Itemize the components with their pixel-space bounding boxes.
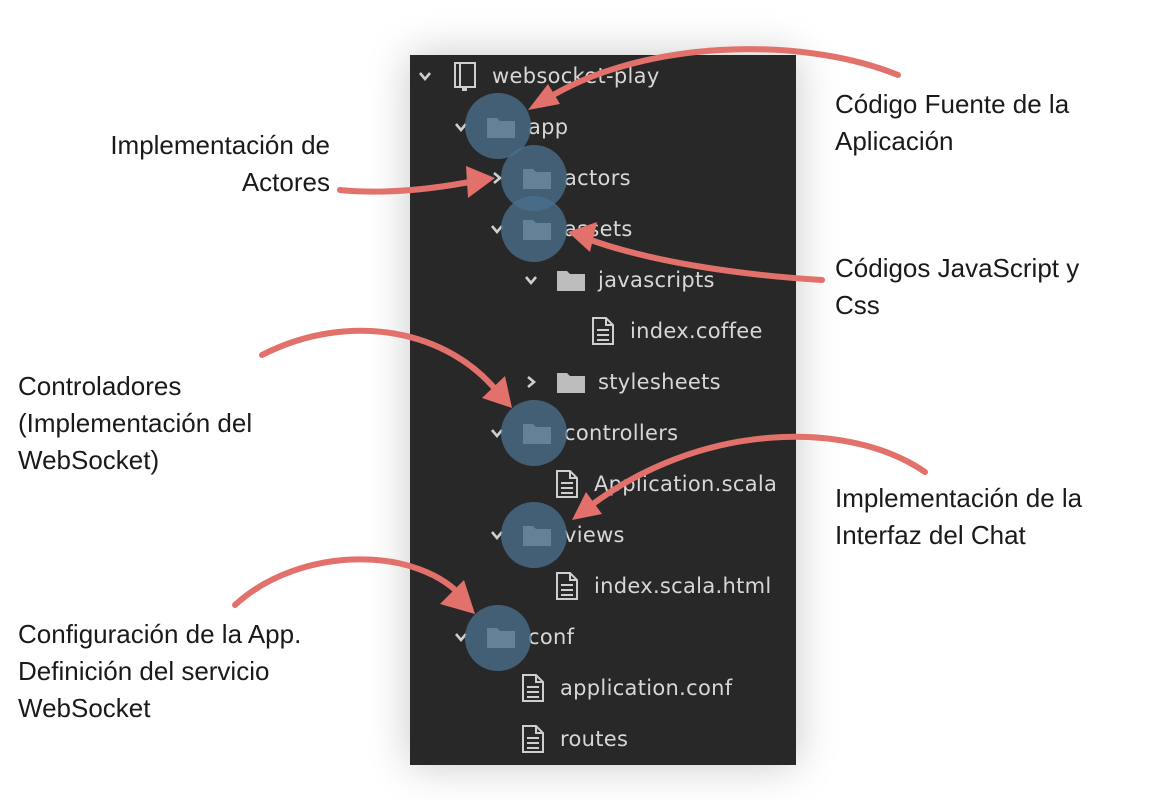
- chevron-down-icon[interactable]: [490, 528, 504, 542]
- folder-icon: [556, 367, 586, 397]
- tree-label: app: [528, 115, 569, 139]
- file-tree-panel: websocket-play app actors assets javascr…: [410, 55, 796, 765]
- annotation-controladores: Controladores (Implementación del WebSoc…: [18, 371, 253, 475]
- folder-icon: [486, 112, 516, 142]
- tree-row-controllers[interactable]: controllers: [490, 413, 678, 453]
- tree-row-application-conf[interactable]: application.conf: [518, 668, 732, 708]
- file-icon: [552, 469, 582, 499]
- tree-row-stylesheets[interactable]: stylesheets: [524, 362, 721, 402]
- tree-row-application-scala[interactable]: Application.scala: [552, 464, 777, 504]
- tree-label: assets: [564, 217, 633, 241]
- chevron-right-icon[interactable]: [524, 375, 538, 389]
- annotation-configuracion: Configuración de la App. Definición del …: [18, 619, 302, 723]
- tree-row-javascripts[interactable]: javascripts: [524, 260, 715, 300]
- tree-row-conf[interactable]: conf: [454, 617, 574, 657]
- tree-label: Application.scala: [594, 472, 778, 496]
- chevron-down-icon[interactable]: [454, 630, 468, 644]
- file-icon: [518, 724, 548, 754]
- tree-label: views: [564, 523, 625, 547]
- tree-row-actors[interactable]: actors: [490, 158, 631, 198]
- tree-row-assets[interactable]: assets: [490, 209, 633, 249]
- tree-label: conf: [528, 625, 575, 649]
- tree-label: index.scala.html: [594, 574, 772, 598]
- chevron-down-icon[interactable]: [418, 69, 432, 83]
- file-icon: [552, 571, 582, 601]
- chevron-down-icon[interactable]: [490, 426, 504, 440]
- tree-label: websocket-play: [492, 64, 660, 88]
- file-icon: [588, 316, 618, 346]
- book-icon: [450, 61, 480, 91]
- folder-icon: [522, 418, 552, 448]
- chevron-down-icon[interactable]: [524, 273, 538, 287]
- annotation-codigo-fuente: Código Fuente de la Aplicación: [835, 89, 1070, 156]
- folder-icon: [556, 265, 586, 295]
- folder-icon: [522, 520, 552, 550]
- file-icon: [518, 673, 548, 703]
- tree-label: controllers: [564, 421, 679, 445]
- tree-label: routes: [560, 727, 629, 751]
- tree-row-websocket-play[interactable]: websocket-play: [418, 56, 660, 96]
- annotation-actores: Implementación de Actores: [110, 130, 330, 197]
- folder-icon: [522, 163, 552, 193]
- folder-icon: [486, 622, 516, 652]
- annotation-interfaz-chat: Implementación de la Interfaz del Chat: [835, 483, 1083, 550]
- chevron-down-icon[interactable]: [454, 120, 468, 134]
- folder-icon: [522, 214, 552, 244]
- tree-row-index-coffee[interactable]: index.coffee: [588, 311, 763, 351]
- chevron-down-icon[interactable]: [490, 222, 504, 236]
- tree-row-app[interactable]: app: [454, 107, 568, 147]
- chevron-right-icon[interactable]: [490, 171, 504, 185]
- tree-label: javascripts: [598, 268, 715, 292]
- tree-row-routes[interactable]: routes: [518, 719, 628, 759]
- tree-label: actors: [564, 166, 631, 190]
- tree-label: stylesheets: [598, 370, 721, 394]
- tree-row-index-scala-html[interactable]: index.scala.html: [552, 566, 772, 606]
- tree-label: application.conf: [560, 676, 733, 700]
- annotation-javascript-css: Códigos JavaScript y Css: [835, 253, 1080, 320]
- tree-row-views[interactable]: views: [490, 515, 625, 555]
- tree-label: index.coffee: [630, 319, 763, 343]
